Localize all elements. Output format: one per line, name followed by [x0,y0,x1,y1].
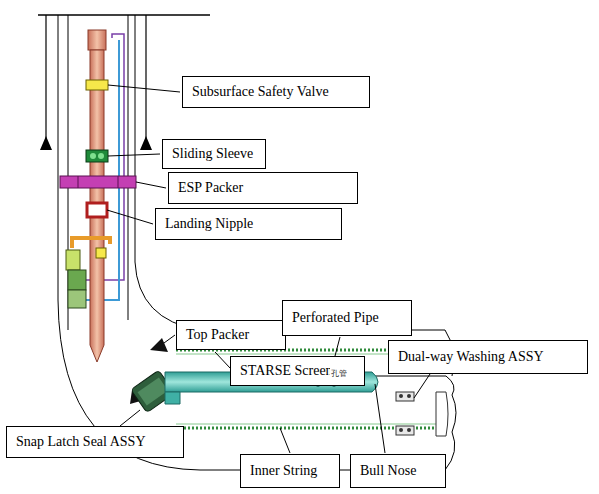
leader-line [107,85,430,453]
callout-text: Landing Nipple [165,216,253,232]
callout-text: Bull Nose [360,463,416,479]
borehole-wall [58,15,456,470]
callout-box: Dual-way Washing ASSY [388,340,588,374]
esp-packer [60,176,136,188]
borehole-wall [135,15,454,376]
callout-text: STARSE Screen [240,363,333,379]
production-casing [128,15,129,320]
callout-box: Inner String [240,454,340,488]
callout-box: Perforated Pipe [282,300,412,336]
callout-box: ESP Packer [168,172,358,204]
washing-assy [396,392,414,401]
callout-box: Subsurface Safety Valve [182,76,370,108]
tubing-hanger [88,30,106,50]
outer-casing [45,15,46,150]
callout-text: Dual-way Washing ASSY [398,349,544,365]
esp-motor [68,270,86,290]
callout-text: Perforated Pipe [292,310,379,326]
callout-text: Sliding Sleeve [172,146,253,162]
callout-box: Top Packer [176,320,286,350]
end-cap [436,392,448,436]
callout-box: Sliding Sleeve [162,139,266,169]
callout-text: Snap Latch Seal ASSY [16,434,146,450]
callout-text: Inner String [250,463,317,479]
annotation-label: 孔管 [330,368,348,379]
callout-box: Bull Nose [350,454,446,488]
callout-box: Snap Latch Seal ASSY [6,426,184,458]
esp-pump [66,250,80,270]
landing-nipple [87,203,107,217]
esp-motor [68,290,86,308]
outer-casing [145,15,146,150]
callout-text: Subsurface Safety Valve [192,84,329,100]
surface-line [38,14,210,16]
sliding-sleeve [86,150,108,162]
safety-valve [86,80,108,90]
callout-box: Landing Nipple [155,208,342,240]
callout-text: Top Packer [186,327,249,343]
callout-text: ESP Packer [178,180,243,196]
y-tool [72,238,110,248]
